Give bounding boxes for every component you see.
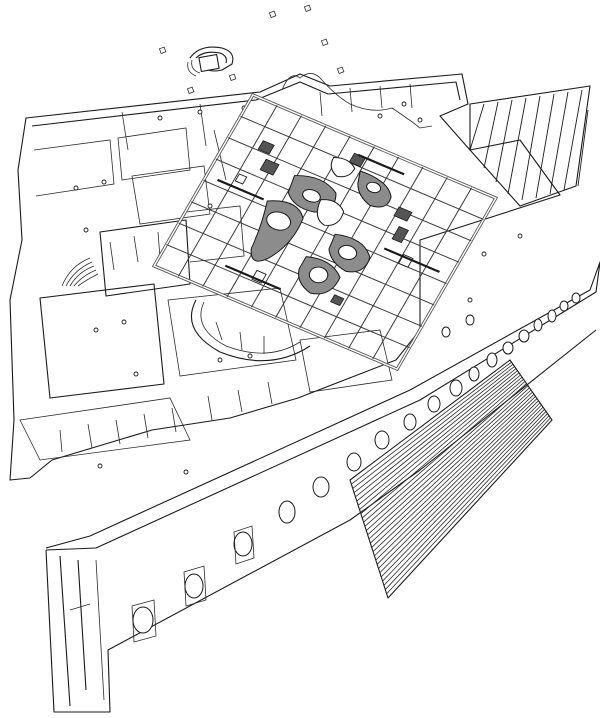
stair-tread bbox=[374, 398, 538, 557]
stair-tread bbox=[359, 374, 521, 510]
stair-tread bbox=[382, 411, 547, 582]
stair-tread bbox=[367, 387, 530, 536]
stair-tread bbox=[361, 378, 524, 519]
stair-tread bbox=[363, 381, 526, 523]
arcade-gallery bbox=[45, 261, 600, 713]
stair-tread bbox=[375, 400, 539, 561]
grid-line-horizontal bbox=[166, 244, 410, 349]
stair-tread bbox=[383, 413, 548, 586]
stair-tread bbox=[376, 402, 541, 565]
stair-tread bbox=[356, 370, 518, 502]
grid-line-horizontal bbox=[190, 201, 435, 306]
stair-tread bbox=[352, 363, 514, 489]
oval-court bbox=[191, 299, 311, 362]
stair-tread bbox=[380, 409, 545, 578]
stair-tread bbox=[357, 372, 520, 506]
stair-tread bbox=[355, 368, 517, 498]
stair-tread bbox=[379, 406, 544, 573]
grid-line-horizontal bbox=[227, 137, 472, 242]
stair-tread bbox=[366, 385, 529, 531]
main-building bbox=[9, 73, 561, 481]
stair-tread bbox=[378, 404, 542, 569]
scattered-markers bbox=[158, 4, 345, 95]
grid-line-horizontal bbox=[240, 115, 484, 220]
hatched-wing bbox=[469, 85, 591, 207]
stair-tread bbox=[386, 417, 551, 595]
stair-tread bbox=[364, 383, 527, 527]
garden-boundary bbox=[281, 73, 433, 129]
stair-tread bbox=[360, 376, 523, 515]
stair-tread bbox=[353, 366, 515, 493]
stair-tread bbox=[370, 391, 533, 544]
stair-tread bbox=[351, 361, 512, 485]
stair-tread bbox=[368, 389, 532, 540]
spiral-stair bbox=[187, 46, 234, 77]
stair-tread bbox=[384, 415, 550, 590]
stair-tread bbox=[372, 396, 536, 552]
overlay-grid bbox=[151, 92, 499, 372]
grand-staircase bbox=[349, 359, 553, 599]
stair-tread bbox=[371, 393, 535, 548]
